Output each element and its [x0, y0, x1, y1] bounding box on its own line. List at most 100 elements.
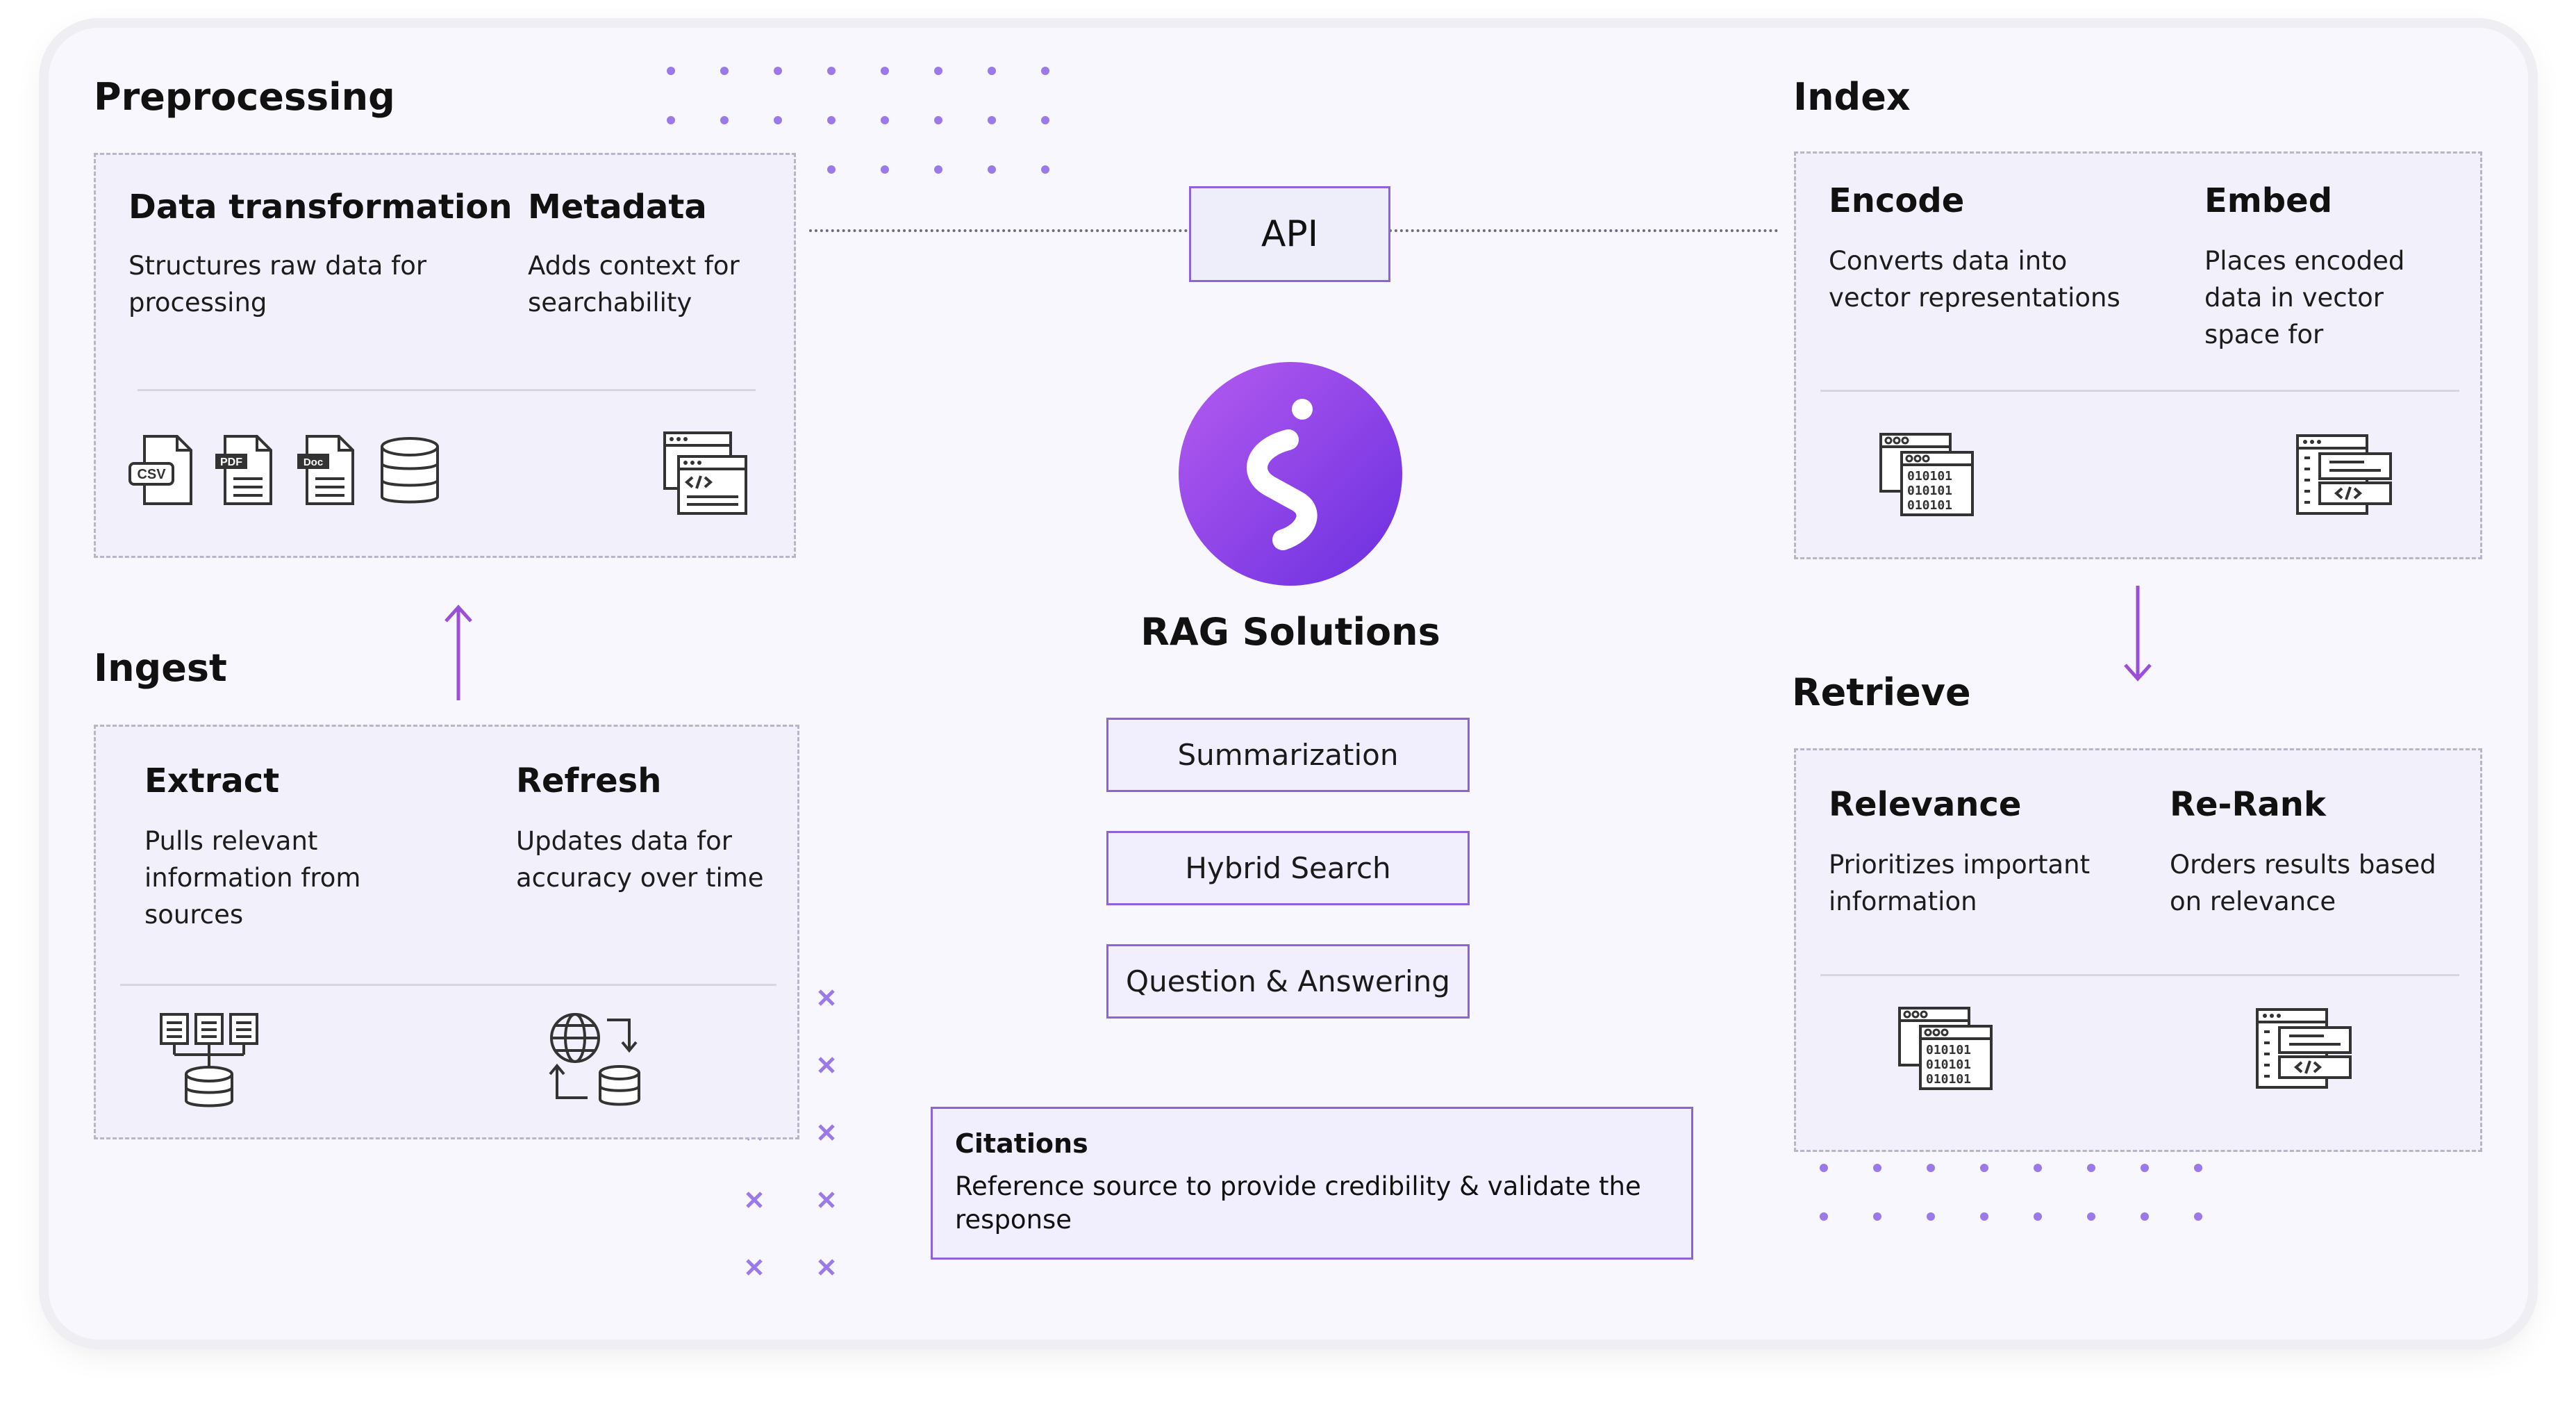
decor-dot: [667, 67, 675, 75]
re-rank-title: Re-Rank: [2170, 785, 2326, 824]
decor-dot: [774, 116, 782, 124]
preprocessing-title: Preprocessing: [94, 75, 395, 119]
decor-dot: [1927, 1164, 1935, 1172]
decor-dot: [2087, 1212, 2095, 1221]
retrieve-box: Relevance Prioritizes important informat…: [1794, 748, 2482, 1152]
data-extract-icon: [158, 1012, 259, 1112]
decor-cross: [818, 1124, 835, 1141]
csv-file-icon: CSV: [127, 433, 197, 509]
ingest-box: Extract Pulls relevant information from …: [94, 725, 799, 1139]
summarization-pill: Summarization: [1106, 718, 1470, 792]
binary-text: 010101: [1926, 1072, 1971, 1087]
ingest-divider: [120, 984, 776, 986]
doc-file-icon: Doc: [296, 433, 358, 509]
encode-desc: Converts data into vector representation…: [1829, 246, 2120, 313]
citations-desc: Reference source to provide credibility …: [955, 1171, 1641, 1235]
arrow-down-icon: [2122, 586, 2153, 683]
decor-dot: [827, 165, 836, 174]
decor-dot: [1927, 1212, 1935, 1221]
hybrid-search-pill: Hybrid Search: [1106, 831, 1470, 905]
decor-dot: [827, 116, 836, 124]
code-window-icon: [662, 430, 749, 517]
decor-dot: [827, 67, 836, 75]
re-rank-desc: Orders results based on relevance: [2170, 850, 2436, 916]
decor-dot: [1980, 1212, 1988, 1221]
preprocessing-box: Data transformation Structures raw data …: [94, 153, 796, 558]
refresh-title: Refresh: [516, 761, 662, 800]
binary-text: 010101: [1907, 498, 1952, 513]
api-connector-left: [809, 229, 1188, 232]
decor-dot: [1041, 67, 1049, 75]
decor-cross: [746, 1259, 763, 1276]
api-label: API: [1261, 213, 1319, 255]
rank-list-icon: [2254, 1007, 2353, 1091]
binary-text: 010101: [1907, 484, 1952, 498]
decor-dot: [1820, 1212, 1828, 1221]
decor-dot: [720, 67, 729, 75]
encode-title: Encode: [1829, 181, 1965, 220]
decor-dot: [2034, 1164, 2042, 1172]
decor-dot: [774, 67, 782, 75]
decor-dot: [2087, 1164, 2095, 1172]
relevance-desc: Prioritizes important information: [1829, 850, 2091, 916]
citations-title: Citations: [955, 1128, 1088, 1159]
decor-dot: [881, 67, 889, 75]
decor-dot: [2194, 1212, 2202, 1221]
retrieve-title: Retrieve: [1792, 670, 1971, 714]
question-answering-label: Question & Answering: [1126, 964, 1450, 998]
decor-dot: [720, 116, 729, 124]
embed-title: Embed: [2204, 181, 2333, 220]
decor-dot: [988, 116, 996, 124]
hybrid-search-label: Hybrid Search: [1185, 851, 1391, 885]
data-transformation-title: Data transformation: [128, 188, 513, 226]
dot-grid-top: [660, 60, 1063, 178]
decor-cross: [746, 1192, 763, 1208]
decor-cross: [818, 989, 835, 1006]
question-answering-pill: Question & Answering: [1106, 944, 1470, 1019]
dot-grid-bottom-right: [1813, 1157, 2216, 1233]
cross-grid: [736, 980, 847, 1299]
decor-dot: [1980, 1164, 1988, 1172]
decor-cross: [818, 1259, 835, 1276]
preprocessing-divider: [138, 389, 756, 391]
decor-dot: [934, 67, 942, 75]
extract-desc: Pulls relevant information from sources: [144, 826, 361, 930]
decor-dot: [2194, 1164, 2202, 1172]
decor-dot: [2141, 1212, 2149, 1221]
embed-desc: Places encoded data in vector space for: [2204, 246, 2405, 349]
decor-dot: [1041, 116, 1049, 124]
decor-cross: [818, 1057, 835, 1073]
extract-title: Extract: [144, 761, 280, 800]
arrow-up-icon: [443, 603, 474, 700]
relevance-title: Relevance: [1829, 785, 2022, 824]
decor-dot: [2034, 1212, 2042, 1221]
data-transformation-desc: Structures raw data for processing: [128, 251, 427, 318]
citations-box: Citations Reference source to provide cr…: [931, 1107, 1693, 1260]
csv-label: CSV: [137, 467, 166, 482]
api-connector-right: [1389, 229, 1778, 232]
rag-solutions-title: RAG Solutions: [1140, 610, 1440, 654]
decor-dot: [934, 116, 942, 124]
pdf-label: PDF: [220, 456, 242, 468]
index-divider: [1820, 390, 2459, 392]
decor-dot: [1873, 1212, 1881, 1221]
summarization-label: Summarization: [1177, 738, 1399, 772]
decor-dot: [988, 67, 996, 75]
refresh-desc: Updates data for accuracy over time: [516, 826, 764, 893]
index-title: Index: [1793, 75, 1911, 119]
decor-dot: [667, 116, 675, 124]
pdf-file-icon: PDF: [214, 433, 276, 509]
rag-logo-icon: [1179, 362, 1402, 586]
decor-dot: [988, 165, 996, 174]
vector-embed-icon: [2295, 433, 2393, 518]
decor-dot: [1873, 1164, 1881, 1172]
decor-dot: [1041, 165, 1049, 174]
decor-dot: [881, 165, 889, 174]
doc-label: Doc: [304, 456, 323, 468]
binary-text: 010101: [1907, 469, 1952, 484]
decor-dot: [1820, 1164, 1828, 1172]
database-icon: [379, 434, 441, 509]
decor-dot: [934, 165, 942, 174]
api-box: API: [1189, 186, 1390, 282]
